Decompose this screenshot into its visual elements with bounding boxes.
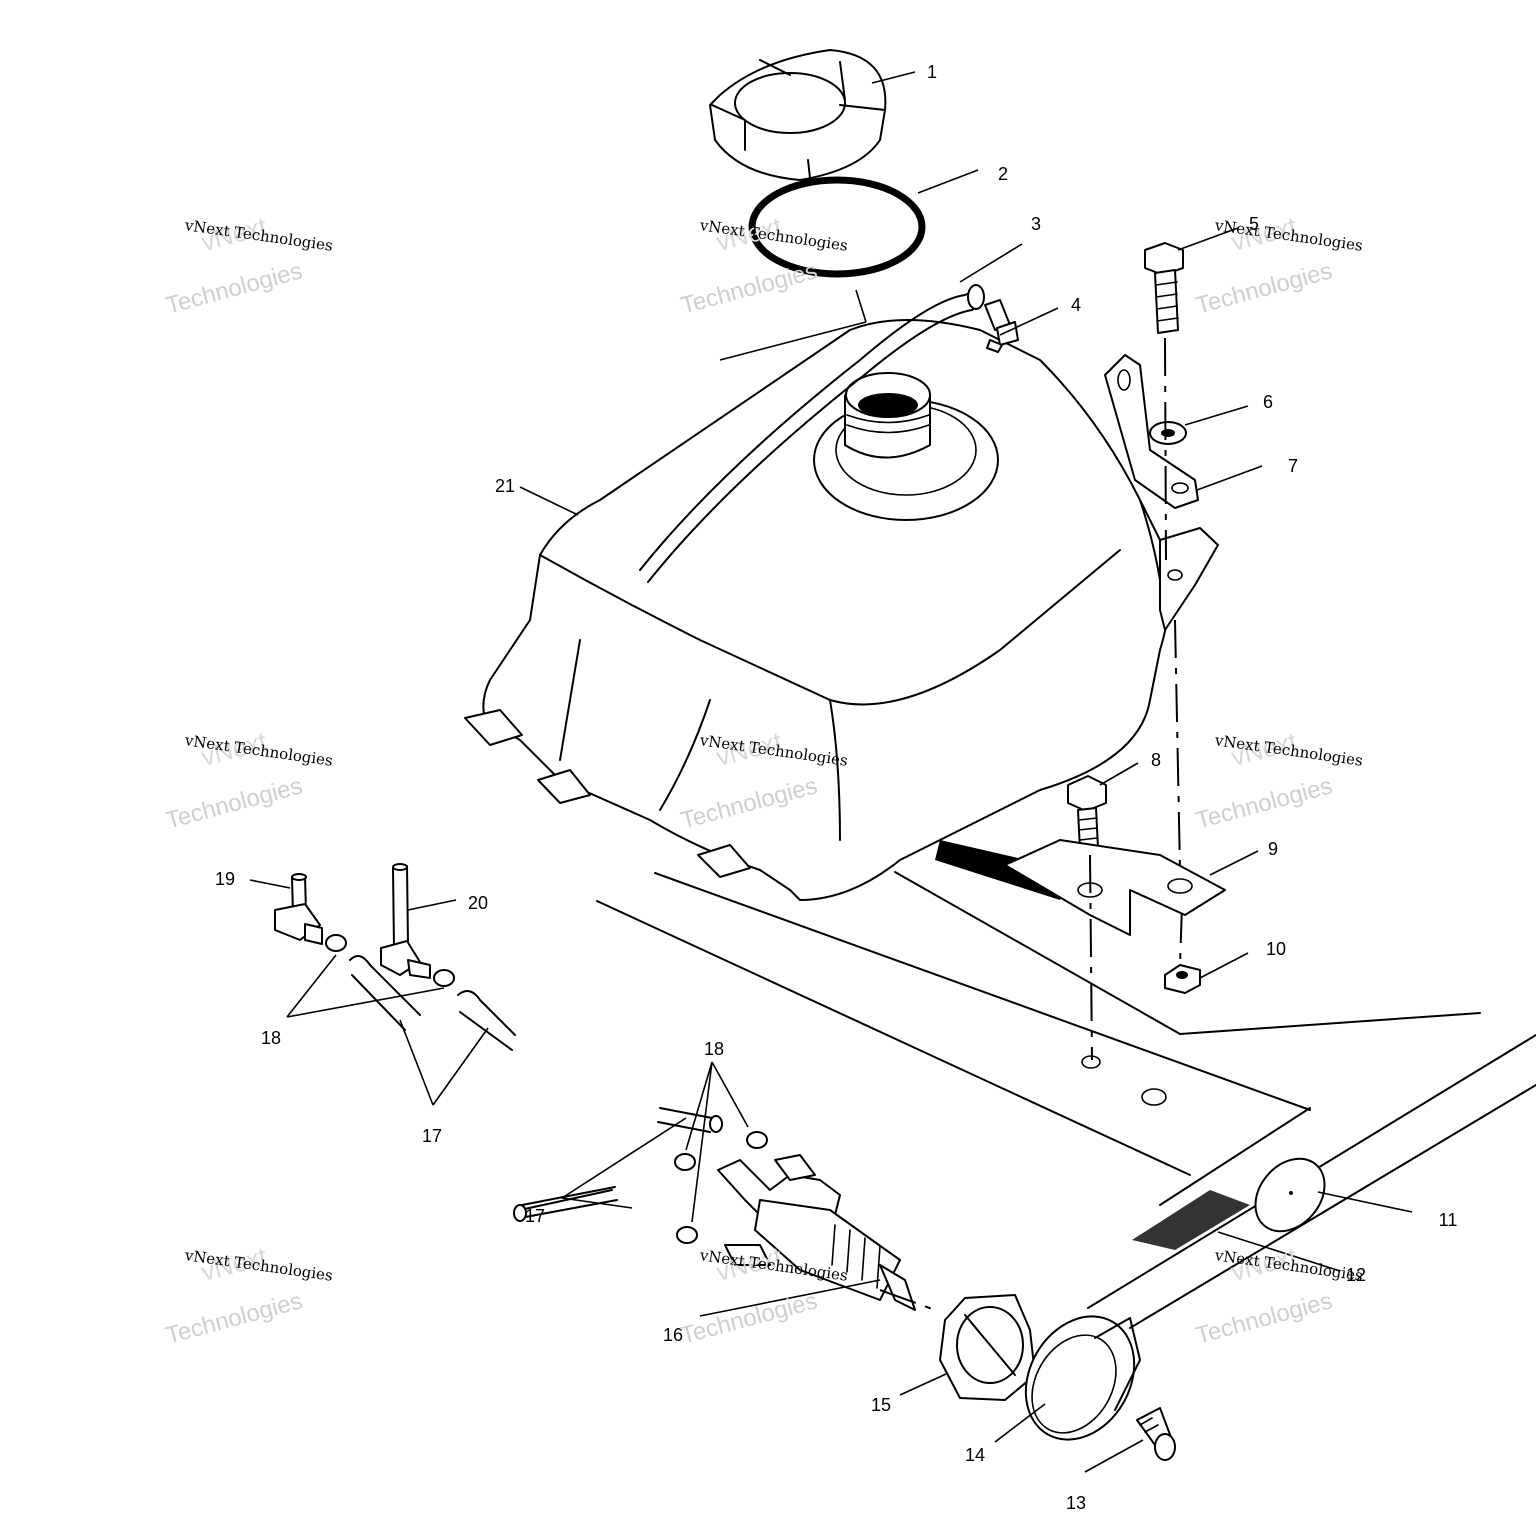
svg-text:Technologies: Technologies [1193, 257, 1335, 319]
callout-2: 2 [998, 164, 1008, 184]
callout-18-lower: 18 [704, 1039, 724, 1059]
callout-13: 13 [1066, 1493, 1086, 1513]
watermark-1: vNext vNext Technologies Technologies [163, 211, 334, 320]
mount-bracket-7 [1104, 354, 1219, 631]
fuel-hoses-17a [349, 955, 516, 1051]
callout-14: 14 [965, 1445, 985, 1465]
callout-10: 10 [1266, 939, 1286, 959]
fuel-cap [709, 49, 887, 181]
callout-1: 1 [927, 62, 937, 82]
watermark-3: vNext vNext Technologies Technologies [1193, 211, 1364, 320]
svg-text:Technologies: Technologies [678, 1287, 820, 1349]
screw-13 [1136, 1407, 1176, 1461]
watermark-6: vNext vNext Technologies Technologies [1193, 726, 1364, 835]
svg-text:Technologies: Technologies [1193, 772, 1335, 834]
callout-16: 16 [663, 1325, 683, 1345]
hoses-17b [513, 1107, 723, 1222]
watermark-4: vNext vNext Technologies Technologies [163, 726, 334, 835]
callout-12: 12 [1346, 1265, 1366, 1285]
nut-10 [1164, 964, 1201, 994]
svg-text:Technologies: Technologies [163, 257, 305, 319]
callout-6: 6 [1263, 392, 1273, 412]
vent-fitting [984, 299, 1019, 353]
callout-17-left: 17 [525, 1206, 545, 1226]
callout-18-upper: 18 [261, 1028, 281, 1048]
callout-17-upper: 17 [422, 1126, 442, 1146]
svg-text:Technologies: Technologies [163, 1287, 305, 1349]
fitting-19 [274, 873, 323, 945]
clamps-18b [674, 1131, 768, 1244]
fuel-tank [464, 284, 1173, 901]
callout-9: 9 [1268, 839, 1278, 859]
svg-text:Technologies: Technologies [678, 257, 820, 319]
callout-8: 8 [1151, 750, 1161, 770]
callout-20: 20 [468, 893, 488, 913]
svg-text:Technologies: Technologies [163, 772, 305, 834]
callout-7: 7 [1288, 456, 1298, 476]
cap-11 [1254, 1157, 1326, 1233]
washer-6 [1149, 421, 1187, 445]
bolt-8 [1067, 775, 1107, 851]
svg-text:Technologies: Technologies [1193, 1287, 1335, 1349]
callout-15: 15 [871, 1395, 891, 1415]
watermark-7: vNext vNext Technologies Technologies [163, 1241, 334, 1350]
bolt-5 [1144, 242, 1184, 334]
gasket-ring [748, 176, 926, 278]
callout-11: 11 [1439, 1210, 1458, 1230]
callout-leaders [249, 71, 1413, 1473]
callout-5: 5 [1249, 214, 1259, 234]
callout-4: 4 [1071, 295, 1081, 315]
watermark-9: vNext vNext Technologies Technologies [1193, 1241, 1364, 1350]
fuel-valve-16 [717, 1154, 916, 1311]
fitting-20 [380, 863, 431, 979]
callout-21: 21 [495, 476, 515, 496]
callout-3: 3 [1031, 214, 1041, 234]
callout-19: 19 [215, 869, 235, 889]
callout-labels: 1 2 3 4 5 6 7 8 9 10 11 12 13 14 15 16 1… [215, 62, 1457, 1513]
bezel-14 [1024, 1315, 1141, 1441]
watermark-2: vNext vNext Technologies Technologies [678, 211, 849, 320]
hose-clamps-18a [325, 934, 455, 987]
decal-12 [1132, 1190, 1250, 1250]
nut-15 [939, 1294, 1036, 1401]
